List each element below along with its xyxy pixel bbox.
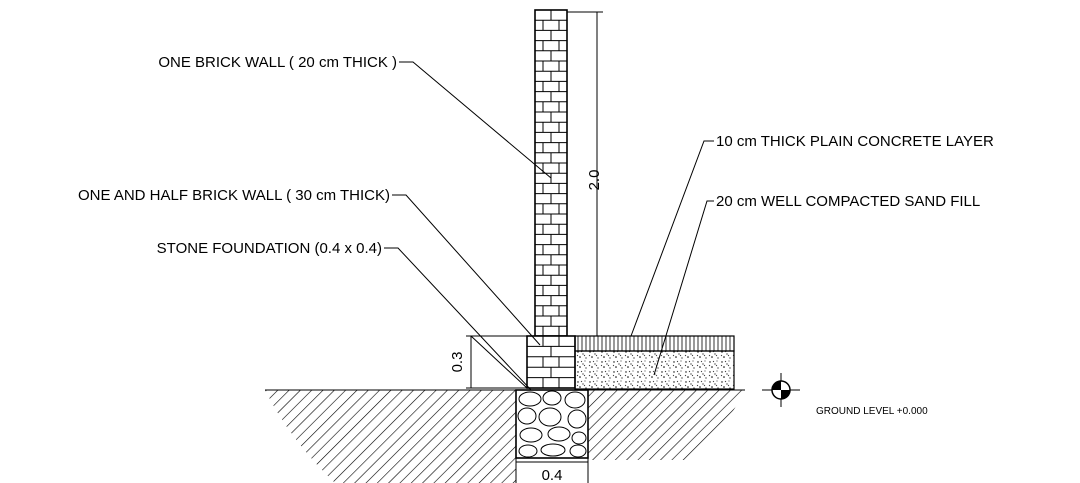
- label-one-half-brick-wall: ONE AND HALF BRICK WALL ( 30 cm THICK): [78, 187, 541, 346]
- svg-text:10 cm THICK PLAIN CONCRETE LAY: 10 cm THICK PLAIN CONCRETE LAYER: [716, 133, 994, 150]
- brick-wall: [534, 9, 568, 337]
- sand-fill: [574, 350, 735, 390]
- ground-level-marker: GROUND LEVEL +0.000: [762, 373, 928, 417]
- dimension-label-foundation-width: 0.4: [542, 467, 563, 483]
- ground-level-label: GROUND LEVEL +0.000: [816, 406, 928, 417]
- svg-text:ONE BRICK WALL ( 20 cm THICK ): ONE BRICK WALL ( 20 cm THICK ): [158, 54, 397, 71]
- dimension-label-wall-height: 2.0: [586, 170, 603, 191]
- one-half-brick-wall: [526, 335, 576, 389]
- label-sand-fill: 20 cm WELL COMPACTED SAND FILL: [653, 193, 980, 376]
- svg-text:ONE AND HALF BRICK WALL ( 30 c: ONE AND HALF BRICK WALL ( 30 cm THICK): [78, 187, 390, 204]
- dimension-wall-height: 2.0: [567, 11, 603, 337]
- ground-hatching: [265, 389, 745, 483]
- dimension-footing-height: 0.3: [449, 335, 528, 389]
- dimension-foundation-width: 0.4: [515, 458, 589, 483]
- stone-foundation: [515, 389, 589, 459]
- dimension-label-footing-height: 0.3: [449, 352, 466, 373]
- svg-text:20 cm WELL COMPACTED SAND FILL: 20 cm WELL COMPACTED SAND FILL: [716, 193, 980, 210]
- label-concrete-layer: 10 cm THICK PLAIN CONCRETE LAYER: [630, 133, 994, 337]
- label-one-brick-wall: ONE BRICK WALL ( 20 cm THICK ): [158, 54, 552, 179]
- svg-text:STONE FOUNDATION (0.4 x 0.4): STONE FOUNDATION (0.4 x 0.4): [157, 240, 382, 257]
- concrete-layer: [574, 335, 735, 352]
- label-stone-foundation: STONE FOUNDATION (0.4 x 0.4): [157, 240, 532, 391]
